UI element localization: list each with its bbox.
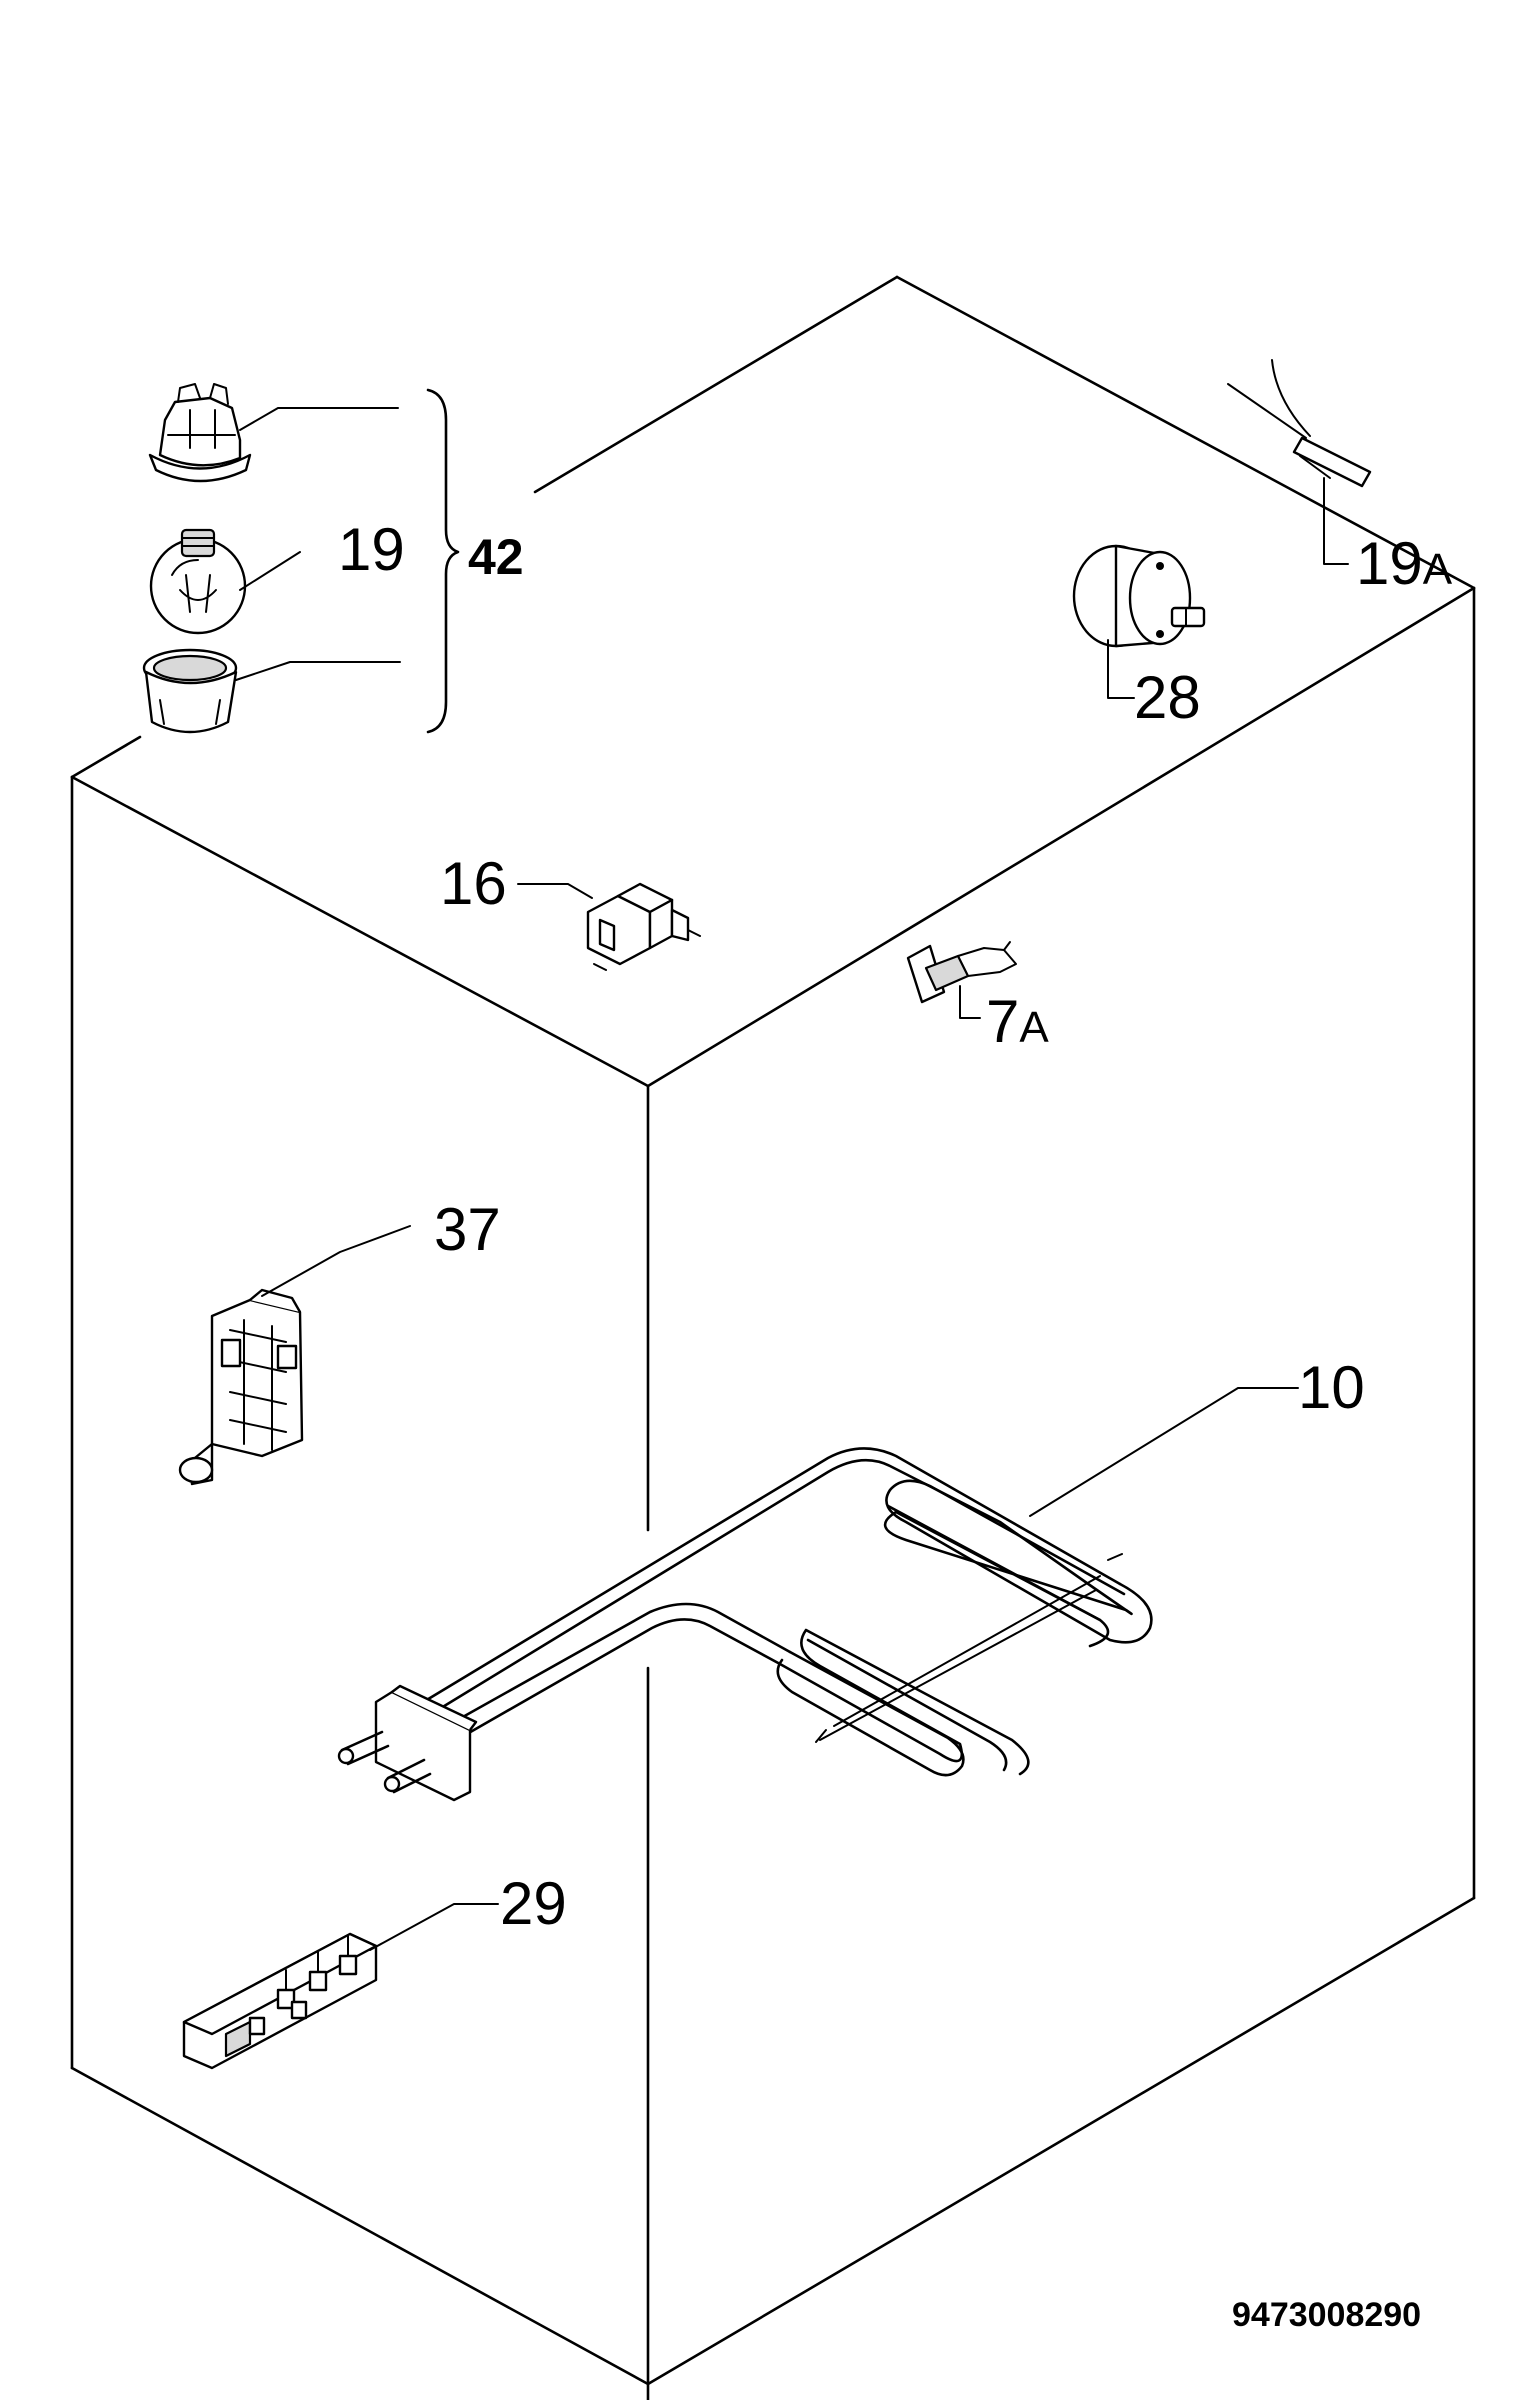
sensor-probe: [1292, 436, 1372, 488]
cabinet-top-front-left-edge: [70, 775, 650, 1088]
heating-element: [337, 1387, 1299, 1802]
callout-terminal-block: 29: [500, 1870, 567, 1937]
lamp-holder-part: [148, 383, 252, 483]
callout-sensor: 19A: [1356, 530, 1453, 597]
callout-push-switch: 16: [440, 850, 507, 917]
callout-door-switch: 7A: [986, 988, 1049, 1055]
sensor-tail: [1299, 455, 1331, 479]
callout-door-switch-number: 7: [986, 988, 1019, 1055]
callout-heating-element: 10: [1298, 1354, 1365, 1421]
callout-lamp-part: 19: [338, 516, 405, 583]
lamp-assembly-brace: [426, 388, 460, 734]
lamp-holder-leader: [239, 407, 399, 431]
push-switch-leader: [517, 883, 593, 899]
lamp-cover-part: [142, 648, 238, 734]
push-switch: [517, 882, 701, 971]
control-module: [178, 1225, 411, 1486]
cabinet-outline: [70, 275, 1476, 2400]
callout-lamp-assembly: 42: [468, 529, 524, 585]
heating-element-pin-left: [340, 1730, 390, 1766]
callout-knob: 28: [1134, 664, 1201, 731]
callout-door-switch-suffix: A: [1019, 1003, 1049, 1052]
door-switch: [906, 941, 1017, 1019]
cabinet-top-front-right-edge: [646, 586, 1476, 1088]
lamp-bulb-part: [149, 528, 247, 635]
cabinet-top-back-right-edge: [895, 275, 1476, 590]
heating-element-leader: [1029, 1387, 1299, 1517]
callout-sensor-number: 19: [1356, 530, 1423, 597]
sensor-wire-left: [1227, 383, 1307, 439]
terminal-block-leader: [369, 1903, 499, 1951]
callout-sensor-suffix: A: [1423, 545, 1453, 594]
cabinet-bottom-right-edge: [646, 1896, 1476, 2386]
lamp-cover-leader: [235, 661, 401, 681]
sensor-leader: [1323, 477, 1349, 565]
sensor-wire-top: [1271, 359, 1311, 437]
cabinet-bottom-left-edge: [70, 2066, 650, 2386]
lamp-bulb-leader: [239, 551, 301, 591]
lamp-assembly: [142, 383, 460, 734]
callout-control-module: 37: [434, 1196, 501, 1263]
cabinet-top-back-left-edge: [533, 275, 899, 494]
terminal-block: [182, 1903, 499, 2070]
heating-element-pin-right: [386, 1758, 432, 1794]
control-module-leader: [261, 1225, 411, 1297]
knob-leader: [1107, 639, 1135, 699]
document-number: 9473008290: [1232, 2296, 1421, 2334]
thermostat-knob: [1072, 544, 1206, 699]
door-switch-leader: [959, 985, 981, 1019]
temperature-sensor: [1227, 359, 1372, 565]
cabinet-top-left-stub: [70, 735, 142, 779]
